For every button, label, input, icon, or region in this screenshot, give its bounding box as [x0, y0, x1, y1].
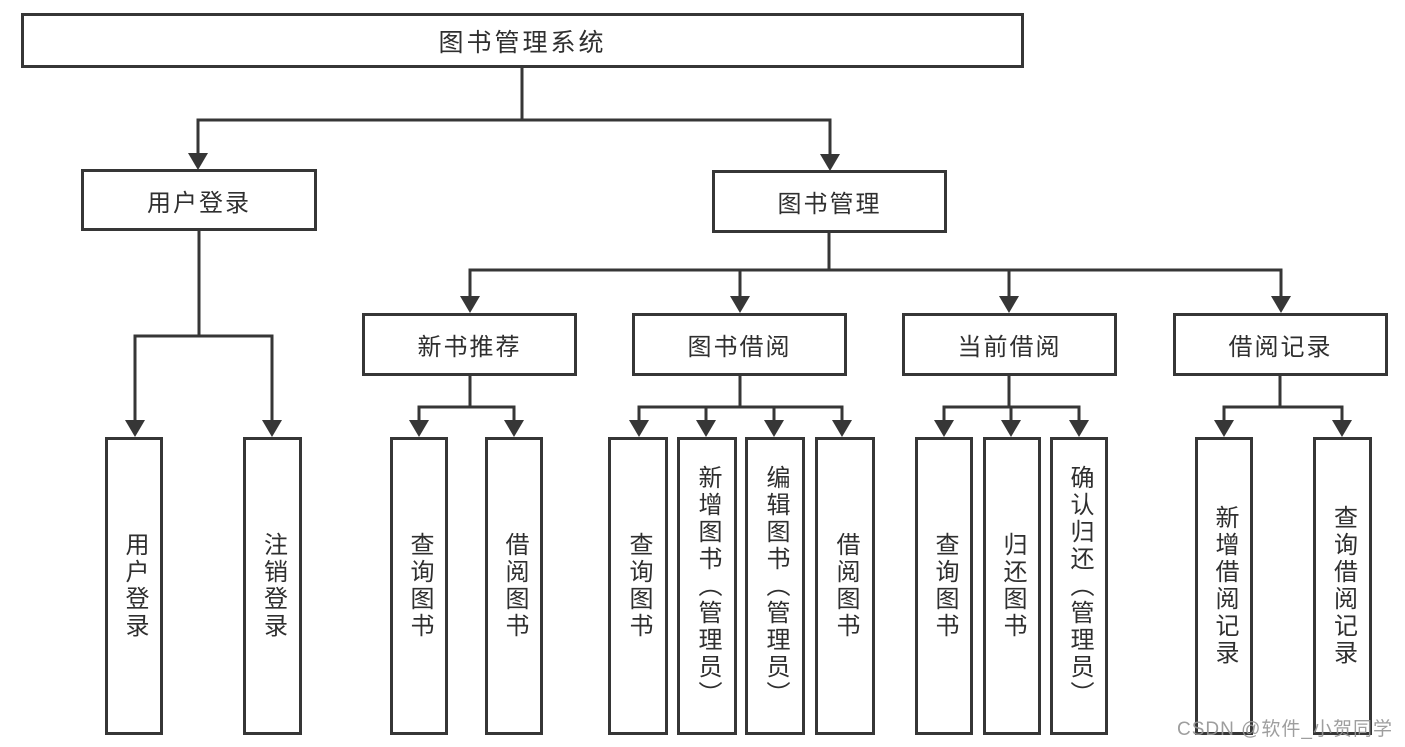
arrowhead-down-icon: [1332, 420, 1352, 437]
leaf-query-books-current: 查询图书: [915, 437, 973, 735]
node-label: 编辑图书（管理员）: [762, 464, 789, 708]
node-label: 用户登录: [147, 189, 251, 217]
node-label: 当前借阅: [957, 334, 1062, 361]
leaf-confirm-return-admin: 确认归还（管理员）: [1050, 437, 1108, 735]
node-borrow-records: 借阅记录: [1173, 313, 1388, 376]
arrowhead-down-icon: [1001, 420, 1021, 437]
node-label: 新增图书（管理员）: [694, 464, 721, 708]
arrowhead-down-icon: [934, 420, 954, 437]
node-label: 新增借阅记录: [1211, 505, 1238, 667]
node-current-borrow: 当前借阅: [902, 313, 1117, 376]
arrowhead-down-icon: [409, 420, 429, 437]
node-label: 图书借阅: [687, 334, 792, 361]
arrowhead-down-icon: [730, 296, 750, 313]
node-root-system: 图书管理系统: [21, 13, 1024, 68]
arrowhead-down-icon: [460, 296, 480, 313]
connector-path: [133, 67, 1344, 421]
node-label: 查询图书: [625, 532, 652, 640]
arrowhead-down-icon: [125, 420, 145, 437]
node-user-login: 用户登录: [81, 169, 317, 231]
arrowhead-down-icon: [188, 153, 208, 170]
node-label: 借阅图书: [501, 532, 528, 640]
leaf-borrow-books-recommend: 借阅图书: [485, 437, 543, 735]
arrowhead-down-icon: [820, 154, 840, 171]
node-label: 图书管理系统: [438, 28, 607, 57]
arrowhead-down-icon: [1214, 420, 1234, 437]
arrowhead-down-icon: [764, 420, 784, 437]
arrowhead-down-icon: [696, 420, 716, 437]
arrowhead-down-icon: [832, 420, 852, 437]
node-new-book-recommend: 新书推荐: [362, 313, 577, 376]
node-label: 归还图书: [999, 532, 1026, 640]
arrowhead-down-icon: [262, 420, 282, 437]
leaf-query-books-borrow: 查询图书: [608, 437, 668, 735]
leaf-borrow-books: 借阅图书: [815, 437, 875, 735]
leaf-user-login: 用户登录: [105, 437, 163, 735]
node-label: 新书推荐: [417, 334, 522, 361]
node-label: 查询图书: [406, 532, 433, 640]
arrowhead-down-icon: [504, 420, 524, 437]
node-label: 确认归还（管理员）: [1066, 464, 1093, 708]
leaf-edit-books-admin: 编辑图书（管理员）: [745, 437, 805, 735]
node-label: 借阅图书: [832, 532, 859, 640]
node-label: 用户登录: [121, 532, 148, 640]
leaf-return-books: 归还图书: [983, 437, 1041, 735]
node-label: 查询图书: [931, 532, 958, 640]
leaf-query-borrow-record: 查询借阅记录: [1313, 437, 1372, 735]
arrowhead-down-icon: [629, 420, 649, 437]
leaf-logout: 注销登录: [243, 437, 302, 735]
leaf-add-borrow-record: 新增借阅记录: [1195, 437, 1253, 735]
node-label: 查询借阅记录: [1329, 505, 1357, 667]
leaf-query-books-recommend: 查询图书: [390, 437, 448, 735]
arrowhead-down-icon: [1271, 296, 1291, 313]
arrowhead-down-icon: [999, 296, 1019, 313]
node-book-management: 图书管理: [712, 170, 947, 233]
node-label: 注销登录: [259, 532, 287, 640]
leaf-add-books-admin: 新增图书（管理员）: [677, 437, 737, 735]
node-label: 图书管理: [777, 191, 882, 218]
arrowhead-down-icon: [1069, 420, 1089, 437]
node-label: 借阅记录: [1228, 334, 1333, 361]
node-book-borrow: 图书借阅: [632, 313, 847, 376]
